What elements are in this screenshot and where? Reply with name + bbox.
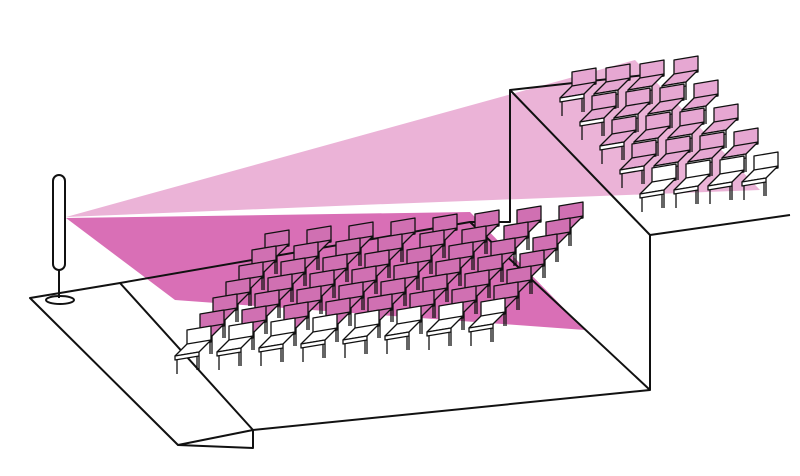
- stage-platform: [29, 282, 254, 446]
- chair-icon: [468, 297, 506, 346]
- chair-icon: [174, 325, 212, 374]
- chair-icon: [673, 159, 711, 208]
- speaker-body: [52, 174, 66, 271]
- chair-icon: [579, 91, 617, 140]
- chair-icon: [701, 103, 739, 152]
- chair-icon: [258, 317, 296, 366]
- chair-icon: [599, 115, 637, 164]
- chair-icon: [559, 67, 597, 116]
- beam-to-upper-seating: [66, 60, 760, 217]
- upper-seating-block: [559, 55, 779, 212]
- chair-icon: [707, 155, 745, 204]
- chair-icon: [300, 313, 338, 362]
- chair-icon: [619, 139, 657, 188]
- chair-icon: [216, 321, 254, 370]
- speaker-base: [45, 295, 75, 305]
- chair-icon: [639, 163, 677, 212]
- stage-front-edge: [177, 430, 254, 449]
- upper-floor-front: [649, 214, 791, 236]
- chair-icon: [384, 305, 422, 354]
- column-speaker-icon: [45, 174, 75, 305]
- lower-seating-block: [174, 201, 584, 374]
- chair-icon: [342, 309, 380, 358]
- chair-icon: [741, 151, 779, 200]
- chair-icon: [426, 301, 464, 350]
